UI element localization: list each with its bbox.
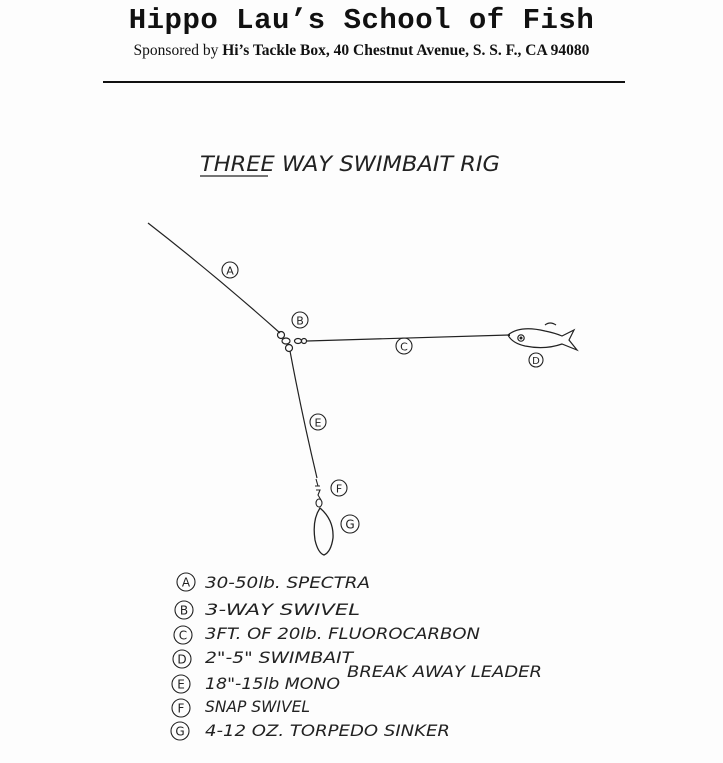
- svg-text:F: F: [336, 483, 342, 496]
- svg-text:D: D: [177, 653, 186, 667]
- break-away-leader: [289, 350, 318, 479]
- sponsor-details: Hi’s Tackle Box, 40 Chestnut Avenue, S. …: [222, 42, 590, 59]
- svg-text:G: G: [345, 518, 354, 532]
- svg-text:30-50lb. SPECTRA: 30-50lb. SPECTRA: [205, 573, 370, 592]
- svg-text:C: C: [400, 341, 408, 354]
- sponsor-line: Sponsored by Hi’s Tackle Box, 40 Chestnu…: [0, 42, 723, 60]
- legend: A 30-50lb. SPECTRA B 3-WAY SWIVEL C 3FT.…: [170, 572, 542, 741]
- page-title: Hippo Lau’s School of Fish: [128, 4, 595, 37]
- three-way-swivel: [276, 330, 308, 353]
- sponsor-prefix: Sponsored by: [133, 42, 223, 59]
- svg-text:C: C: [179, 629, 187, 643]
- svg-text:D: D: [532, 356, 540, 367]
- legend-item: E 18"-15lb MONO BREAK AWAY LEADER: [171, 662, 542, 694]
- legend-item: G 4-12 OZ. TORPEDO SINKER: [170, 721, 450, 741]
- callout-b: B: [291, 311, 309, 329]
- header-divider: [103, 81, 625, 83]
- torpedo-sinker: [313, 507, 334, 556]
- svg-text:G: G: [175, 725, 184, 739]
- legend-extra: BREAK AWAY LEADER: [347, 662, 542, 681]
- svg-text:E: E: [177, 678, 185, 692]
- legend-item: D 2"-5" SWIMBAIT: [172, 648, 354, 669]
- svg-text:F: F: [178, 702, 185, 716]
- svg-text:3FT. OF 20lb. FLUOROCARBON: 3FT. OF 20lb. FLUOROCARBON: [205, 624, 480, 643]
- svg-text:B: B: [296, 315, 304, 328]
- main-line: [147, 222, 281, 334]
- svg-text:SNAP SWIVEL: SNAP SWIVEL: [205, 697, 310, 716]
- legend-item: C 3FT. OF 20lb. FLUOROCARBON: [173, 624, 480, 645]
- svg-text:18"-15lb MONO: 18"-15lb MONO: [205, 674, 340, 693]
- callout-g: G: [340, 514, 360, 534]
- callout-e: E: [309, 413, 327, 431]
- snap-swivel: [315, 478, 323, 508]
- callout-d: D: [528, 352, 544, 368]
- svg-text:A: A: [226, 265, 234, 278]
- legend-item: B 3-WAY SWIVEL: [174, 600, 360, 620]
- svg-text:B: B: [180, 604, 188, 618]
- svg-text:4-12 OZ. TORPEDO SINKER: 4-12 OZ. TORPEDO SINKER: [205, 721, 450, 740]
- swimbait: [507, 322, 579, 352]
- svg-text:A: A: [182, 576, 191, 590]
- fluorocarbon-leader: [306, 334, 511, 342]
- diagram-title: THREE WAY SWIMBAIT RIG: [200, 152, 500, 176]
- callout-f: F: [330, 479, 348, 497]
- svg-text:2"-5" SWIMBAIT: 2"-5" SWIMBAIT: [205, 648, 354, 667]
- legend-item: F SNAP SWIVEL: [171, 697, 310, 718]
- callout-c: C: [395, 337, 413, 355]
- svg-text:E: E: [315, 417, 322, 430]
- legend-item: A 30-50lb. SPECTRA: [176, 572, 370, 592]
- callout-a: A: [221, 261, 239, 279]
- svg-text:3-WAY SWIVEL: 3-WAY SWIVEL: [205, 600, 360, 619]
